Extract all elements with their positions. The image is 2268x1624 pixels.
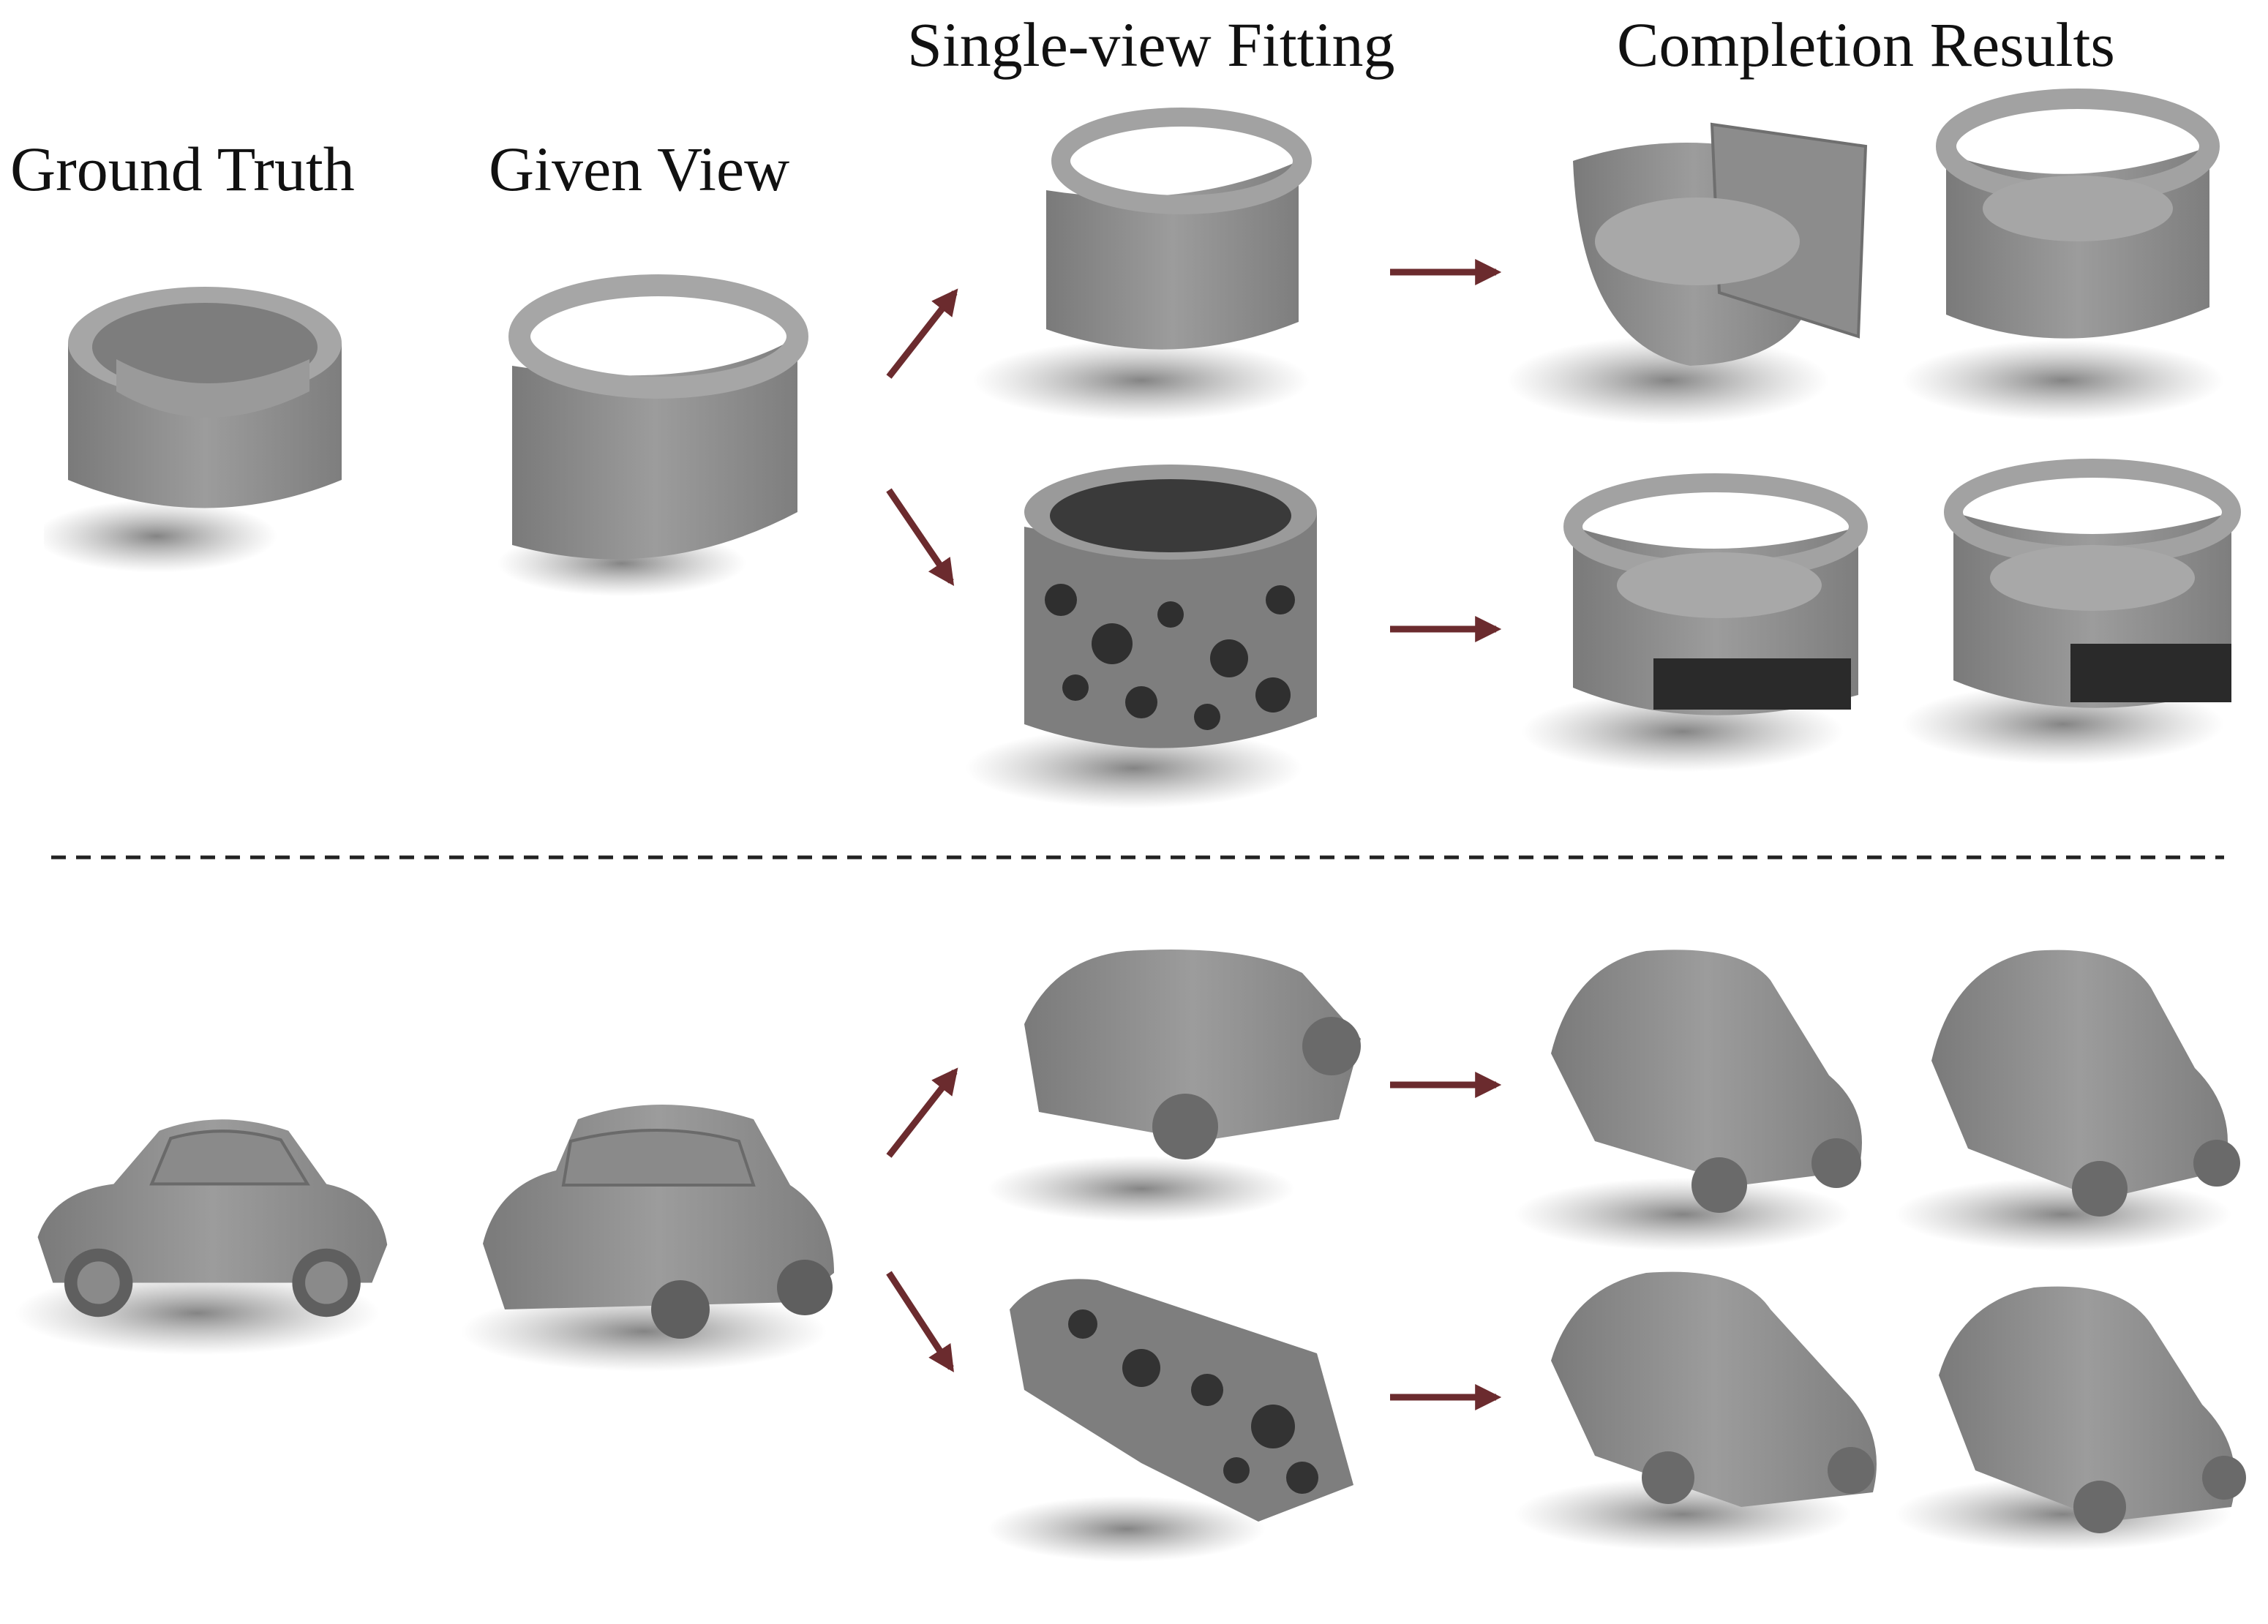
header-completion-results: Completion Results bbox=[1617, 10, 2115, 80]
chair-completion-2a bbox=[1522, 473, 1868, 772]
chair-completion-1b bbox=[1902, 89, 2224, 421]
chair-fitting-2 bbox=[966, 465, 1317, 808]
chair-completion-2b bbox=[1902, 459, 2241, 764]
car-ground-truth bbox=[15, 1119, 387, 1355]
header-given-view: Given View bbox=[489, 134, 790, 204]
car-completion-1a bbox=[1514, 950, 1862, 1251]
car-fitting-1 bbox=[988, 950, 1361, 1222]
car-completion-2b bbox=[1895, 1286, 2246, 1551]
arrow-row2-up bbox=[886, 1067, 958, 1158]
chair-given-view bbox=[497, 274, 808, 596]
chair-completion-1a bbox=[1507, 122, 1868, 424]
car-completion-1b bbox=[1895, 950, 2240, 1251]
car-given-view bbox=[461, 1105, 834, 1372]
car-fitting-2 bbox=[988, 1279, 1353, 1562]
car-completion-2a bbox=[1514, 1271, 1877, 1551]
chair-fitting-1 bbox=[973, 108, 1312, 421]
arrow-row1-down bbox=[886, 488, 955, 586]
chair-ground-truth bbox=[44, 287, 342, 573]
header-single-view-fitting: Single-view Fitting bbox=[907, 10, 1395, 80]
header-ground-truth: Ground Truth bbox=[10, 134, 355, 204]
arrow-row1-up bbox=[886, 288, 958, 379]
arrow-row2-down bbox=[886, 1271, 954, 1373]
